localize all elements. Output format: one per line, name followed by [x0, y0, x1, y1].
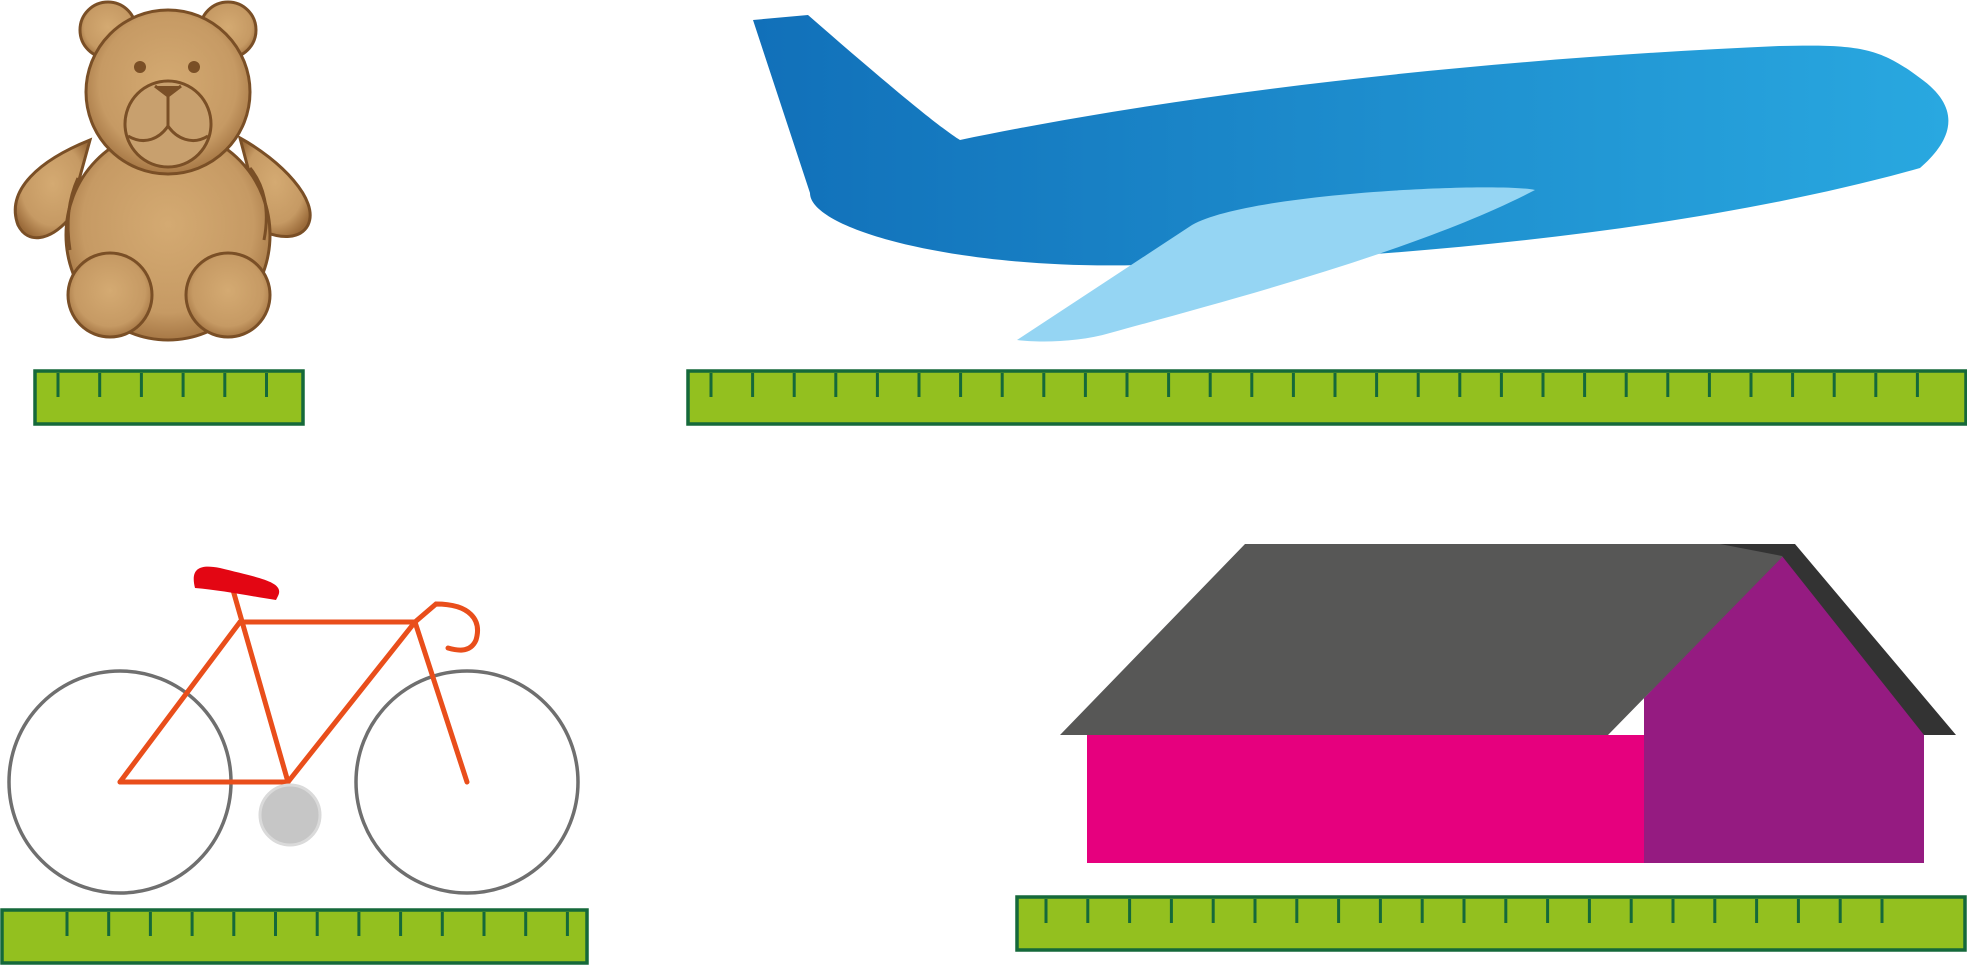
- ruler-body: [33, 369, 305, 426]
- house-icon: [1060, 544, 1956, 863]
- airplane-ruler: [686, 369, 1967, 426]
- ruler-body: [1015, 895, 1967, 952]
- airplane-icon: [753, 15, 1949, 342]
- house-roof: [1060, 544, 1795, 735]
- house-gable: [1644, 555, 1924, 735]
- teddy-bear-icon: [13, 0, 312, 342]
- bicycle-icon: [7, 566, 580, 895]
- bicycle-frame: [117, 587, 480, 785]
- ruler-body: [0, 908, 589, 965]
- bicycle-pedal: [258, 783, 322, 847]
- ruler-body: [686, 369, 1967, 426]
- bicycle-ruler: [0, 908, 589, 965]
- airplane-wing: [1017, 187, 1535, 342]
- teddy-bear-ruler: [33, 369, 305, 426]
- bicycle-front-wheel: [354, 669, 580, 895]
- house-ruler: [1015, 895, 1967, 952]
- bicycle-seat: [193, 566, 280, 600]
- house-roof-edge: [1720, 544, 1956, 735]
- house-front: [1087, 735, 1644, 863]
- house-side: [1644, 725, 1924, 863]
